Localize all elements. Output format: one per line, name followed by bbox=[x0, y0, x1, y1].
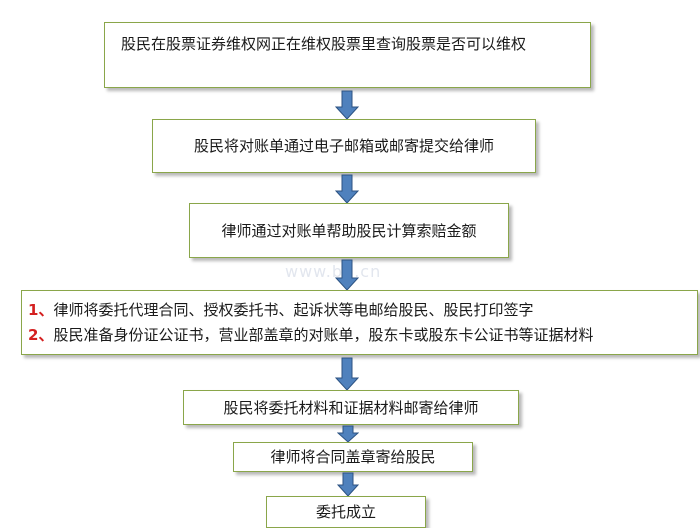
step-3-box: 律师通过对账单帮助股民计算索赔金额 bbox=[189, 203, 509, 258]
step-4-box: 1、律师将委托代理合同、授权委托书、起诉状等电邮给股民、股民打印签字 2、股民准… bbox=[21, 290, 698, 355]
step-4-item-2-text: 股民准备身份证公证书，营业部盖章的对账单，股东卡或股东卡公证书等证据材料 bbox=[53, 326, 594, 344]
arrow-5-icon bbox=[337, 425, 359, 443]
arrow-3-icon bbox=[335, 259, 359, 291]
step-2-box: 股民将对账单通过电子邮箱或邮寄提交给律师 bbox=[152, 119, 536, 173]
step-7-text: 委托成立 bbox=[315, 503, 376, 521]
arrow-2-icon bbox=[335, 174, 359, 204]
step-4-item-2: 2、股民准备身份证公证书，营业部盖章的对账单，股东卡或股东卡公证书等证据材料 bbox=[28, 323, 691, 348]
step-7-box: 委托成立 bbox=[266, 496, 426, 528]
step-6-text: 律师将合同盖章寄给股民 bbox=[270, 448, 436, 466]
step-5-text: 股民将委托材料和证据材料邮寄给律师 bbox=[223, 398, 479, 417]
step-4-item-2-number: 2 bbox=[28, 326, 39, 344]
arrow-1-icon bbox=[335, 90, 359, 120]
step-2-text: 股民将对账单通过电子邮箱或邮寄提交给律师 bbox=[193, 137, 494, 155]
step-4-item-1: 1、律师将委托代理合同、授权委托书、起诉状等电邮给股民、股民打印签字 bbox=[28, 298, 691, 323]
step-3-text: 律师通过对账单帮助股民计算索赔金额 bbox=[221, 221, 477, 240]
step-4-item-2-separator: 、 bbox=[38, 326, 54, 344]
step-4-item-1-separator: 、 bbox=[38, 301, 54, 319]
step-5-box: 股民将委托材料和证据材料邮寄给律师 bbox=[183, 390, 519, 425]
step-1-box: 股民在股票证券维权网正在维权股票里查询股票是否可以维权 bbox=[104, 22, 591, 88]
arrow-6-icon bbox=[337, 472, 359, 497]
arrow-4-icon bbox=[335, 357, 359, 391]
step-4-item-1-text: 律师将委托代理合同、授权委托书、起诉状等电邮给股民、股民打印签字 bbox=[53, 301, 534, 319]
watermark: www.bg.cn bbox=[285, 262, 382, 281]
step-4-item-1-number: 1 bbox=[28, 301, 39, 319]
step-1-text: 股民在股票证券维权网正在维权股票里查询股票是否可以维权 bbox=[121, 35, 527, 53]
step-6-box: 律师将合同盖章寄给股民 bbox=[233, 442, 473, 472]
